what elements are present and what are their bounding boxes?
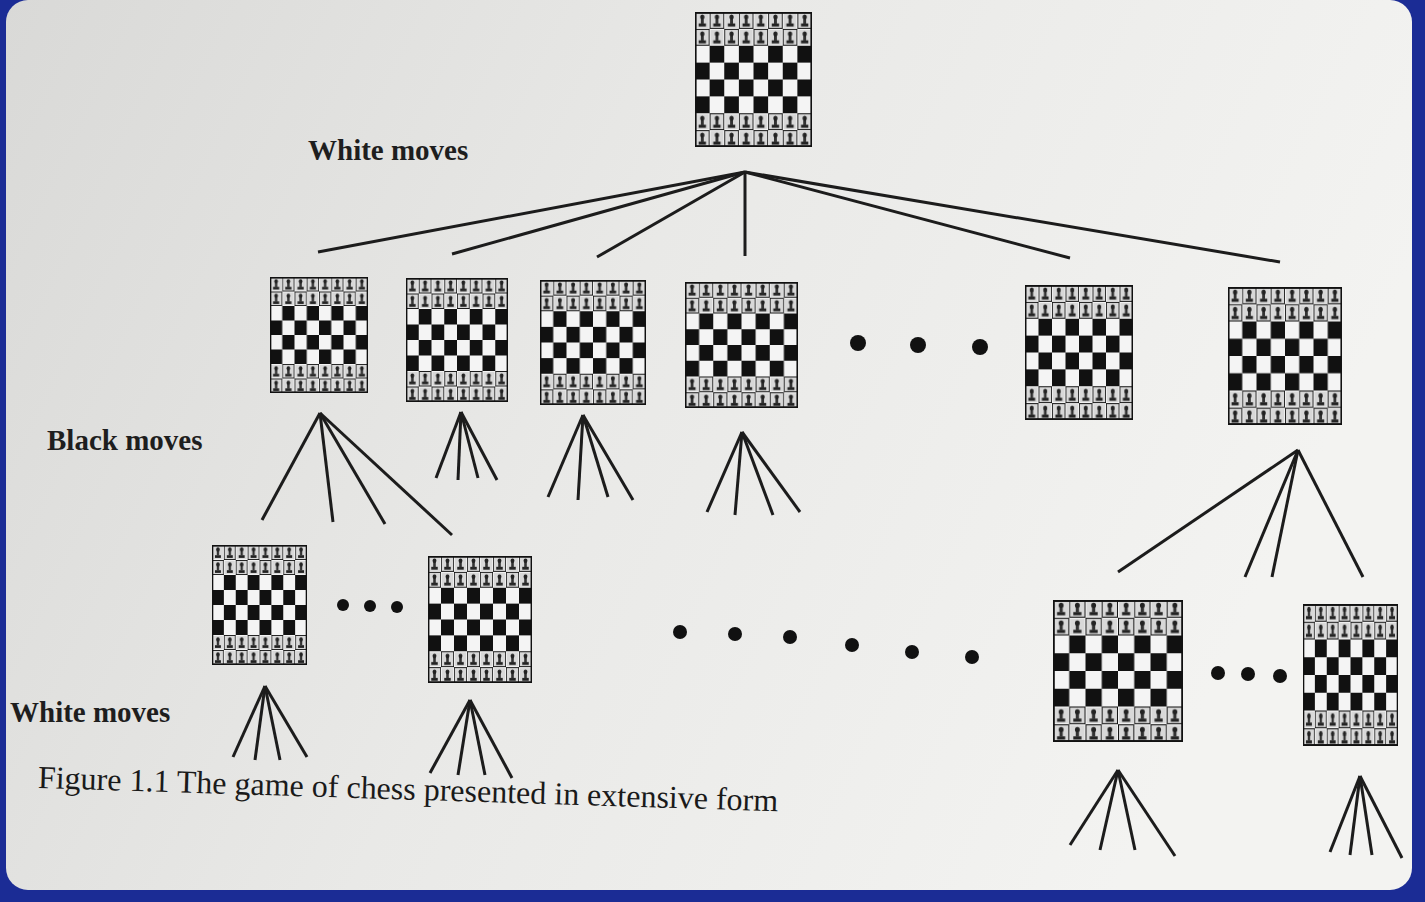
- chess-board: [270, 277, 368, 393]
- chess-board: [695, 12, 812, 147]
- chess-board: [1228, 287, 1342, 425]
- chess-board: [1025, 285, 1133, 420]
- move-label: Black moves: [47, 424, 202, 457]
- chess-board: [685, 282, 798, 408]
- chess-board: [1303, 604, 1398, 746]
- chess-board: [406, 278, 508, 402]
- move-lines: [233, 172, 1402, 858]
- chess-boards: [212, 12, 1398, 746]
- chess-board: [428, 556, 532, 683]
- chess-board: [540, 280, 646, 405]
- paper: [6, 0, 1412, 890]
- move-label: White moves: [10, 696, 170, 729]
- chess-board: [1053, 600, 1183, 742]
- chess-board: [212, 545, 307, 665]
- ellipsis-dots: [337, 335, 1287, 683]
- move-label: White moves: [308, 134, 468, 167]
